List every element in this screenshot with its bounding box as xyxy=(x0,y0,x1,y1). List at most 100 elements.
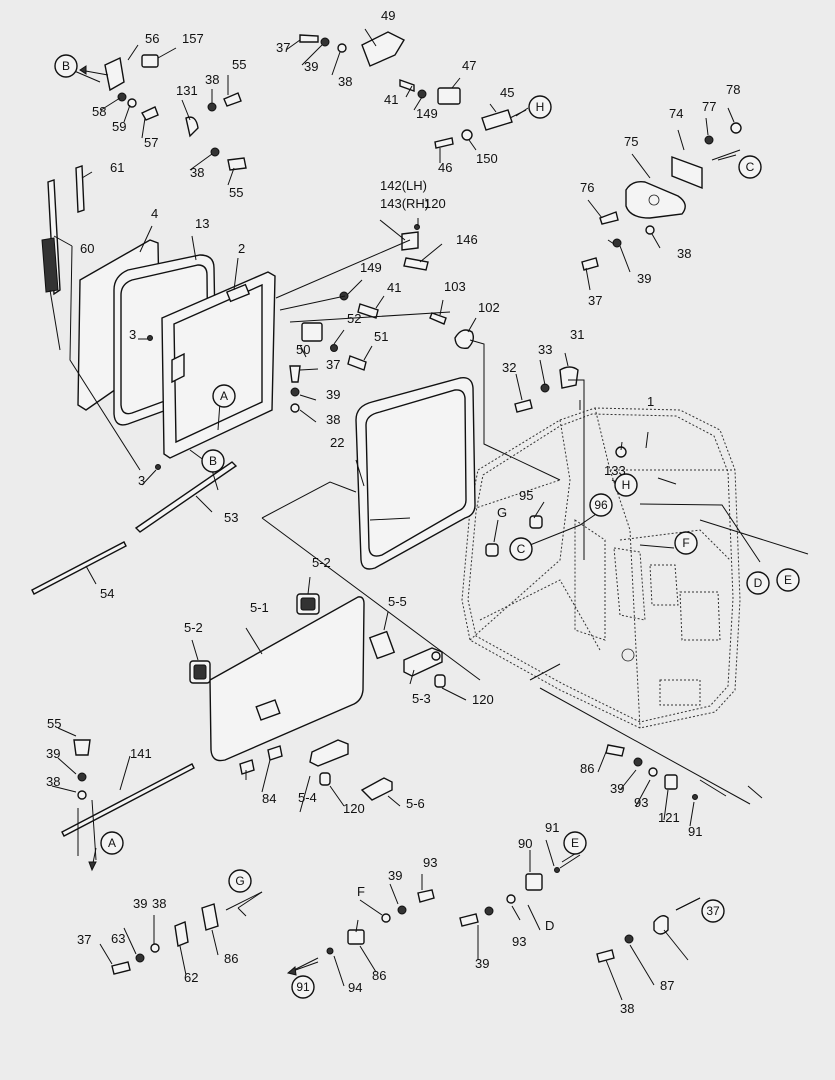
part-number-label: 91 xyxy=(688,824,702,839)
part-number-label: 120 xyxy=(472,692,494,707)
part-number-label: 51 xyxy=(374,329,388,344)
part-number-label: 37 xyxy=(326,357,340,372)
part-number-label: 78 xyxy=(726,82,740,97)
part-number-label: 39 xyxy=(46,746,60,761)
part-number-label: 63 xyxy=(111,931,125,946)
part-number-label: 3 xyxy=(129,327,136,342)
reference-circle-label: 91 xyxy=(296,980,310,994)
part-number-label: 94 xyxy=(348,980,362,995)
part-number-label: 133 xyxy=(604,463,626,478)
part-number-label: 37 xyxy=(588,293,602,308)
part-number-label: 76 xyxy=(580,180,594,195)
cab-frame xyxy=(461,407,741,729)
part-number-label: 5-6 xyxy=(406,796,425,811)
part-number-label: 41 xyxy=(384,92,398,107)
part-number-label: 75 xyxy=(624,134,638,149)
part-number-label: F xyxy=(357,884,365,899)
part-number-label: 102 xyxy=(478,300,500,315)
part-number-label: 33 xyxy=(538,342,552,357)
part-number-label: 5-5 xyxy=(388,594,407,609)
part-number-label: 22 xyxy=(330,435,344,450)
part-number-label: 38 xyxy=(205,72,219,87)
wiper-60-61 xyxy=(41,165,85,296)
part-number-label: 157 xyxy=(182,31,204,46)
part-number-label: 90 xyxy=(518,836,532,851)
part-number-label: 120 xyxy=(424,196,446,211)
part-number-label: 57 xyxy=(144,135,158,150)
part-number-label: 131 xyxy=(176,83,198,98)
part-number-label: 31 xyxy=(570,327,584,342)
part-number-label: 49 xyxy=(381,8,395,23)
part-number-label: 37 xyxy=(276,40,290,55)
part-number-label: 47 xyxy=(462,58,476,73)
reference-circle-label: H xyxy=(536,100,545,114)
reference-circle-label: C xyxy=(746,160,755,174)
part-number-label: 77 xyxy=(702,99,716,114)
part-number-label: 52 xyxy=(347,311,361,326)
part-number-label: 38 xyxy=(152,896,166,911)
reference-circle-label: E xyxy=(571,836,579,850)
reference-circle-label: 96 xyxy=(594,498,608,512)
part-number-label: 50 xyxy=(296,342,310,357)
part-number-label: 39 xyxy=(326,387,340,402)
reference-circle-label: A xyxy=(220,389,228,403)
part-number-label: 86 xyxy=(372,968,386,983)
part-number-label: 41 xyxy=(387,280,401,295)
part-number-label: 5-3 xyxy=(412,691,431,706)
reference-circle-label: C xyxy=(517,542,526,556)
part-number-label: 39 xyxy=(610,781,624,796)
part-number-label: 5-2 xyxy=(312,555,331,570)
part-number-label: 149 xyxy=(360,260,382,275)
part-number-label: 93 xyxy=(512,934,526,949)
part-number-label: G xyxy=(497,505,507,520)
reference-circle-label: B xyxy=(209,454,217,468)
part-number-label: 38 xyxy=(326,412,340,427)
part-number-label: 55 xyxy=(232,57,246,72)
part-number-label: 93 xyxy=(634,795,648,810)
part-number-label: 143(RH) xyxy=(380,196,429,211)
part-number-label: 2 xyxy=(238,241,245,256)
part-number-label: 61 xyxy=(110,160,124,175)
part-number-label: 142(LH) xyxy=(380,178,427,193)
part-number-label: 32 xyxy=(502,360,516,375)
part-number-label: 38 xyxy=(46,774,60,789)
part-number-label: 74 xyxy=(669,106,683,121)
part-number-label: 38 xyxy=(190,165,204,180)
part-number-label: 39 xyxy=(637,271,651,286)
part-number-label: 121 xyxy=(658,810,680,825)
part-number-label: 46 xyxy=(438,160,452,175)
part-number-label: 86 xyxy=(224,951,238,966)
part-number-label: 13 xyxy=(195,216,209,231)
part-number-label: 84 xyxy=(262,791,276,806)
part-number-label: D xyxy=(545,918,554,933)
part-number-label: 149 xyxy=(416,106,438,121)
part-number-label: 38 xyxy=(677,246,691,261)
part-number-label: 45 xyxy=(500,85,514,100)
reference-circle-label: G xyxy=(235,874,244,888)
part-number-label: 55 xyxy=(47,716,61,731)
part-number-label: 60 xyxy=(80,241,94,256)
reference-circle-label: A xyxy=(108,836,116,850)
direction-arrows xyxy=(79,65,737,976)
part-number-label: 95 xyxy=(519,488,533,503)
reference-circle-label: E xyxy=(784,573,792,587)
part-number-label: 56 xyxy=(145,31,159,46)
part-number-label: 38 xyxy=(338,74,352,89)
reference-circle-label: D xyxy=(754,576,763,590)
part-number-label: 93 xyxy=(423,855,437,870)
part-number-label: 150 xyxy=(476,151,498,166)
part-number-label: 5-1 xyxy=(250,600,269,615)
door-frame-2 xyxy=(161,271,276,459)
part-number-label: 53 xyxy=(224,510,238,525)
part-number-label: 62 xyxy=(184,970,198,985)
hardware-parts xyxy=(73,31,742,975)
part-number-label: 39 xyxy=(388,868,402,883)
part-number-label: 37 xyxy=(77,932,91,947)
part-number-label: 55 xyxy=(229,185,243,200)
part-number-label: 39 xyxy=(133,896,147,911)
part-number-label: 38 xyxy=(620,1001,634,1016)
part-number-label: 54 xyxy=(100,586,114,601)
